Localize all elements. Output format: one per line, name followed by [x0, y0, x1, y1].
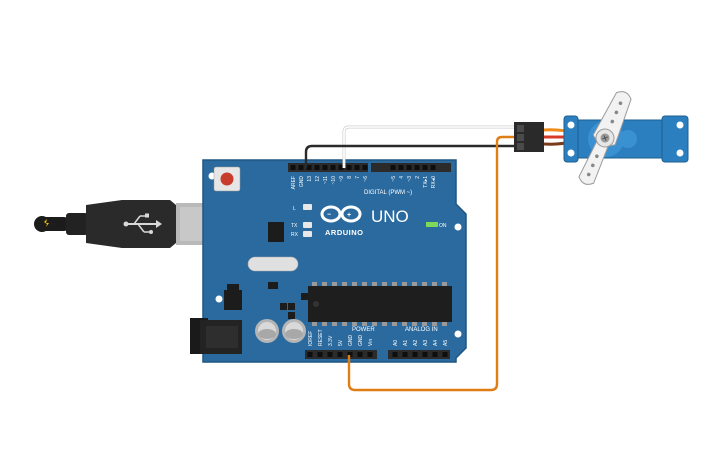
header-pin[interactable] — [362, 165, 368, 170]
pin-label: 8 — [347, 176, 353, 179]
mounting-hole — [454, 223, 462, 231]
led-on: ON — [426, 222, 447, 229]
pin-label: A1 — [403, 340, 409, 346]
reset-button[interactable] — [213, 166, 241, 192]
svg-text:L: L — [293, 206, 296, 212]
capacitor — [282, 319, 306, 343]
header-pin[interactable] — [422, 352, 428, 357]
pin-label: TX▸1 — [423, 176, 429, 188]
usb-lightning-icon — [44, 219, 49, 227]
pin-label: ~6 — [363, 176, 369, 182]
pin-label: GND — [299, 176, 305, 188]
servo-horn-icon[interactable] — [574, 87, 637, 188]
pin-label: A5 — [443, 340, 449, 346]
header-pin[interactable] — [337, 352, 343, 357]
analog-header[interactable]: A0 A1 A2 A3 A4 A5 — [388, 340, 450, 359]
wire-ground[interactable] — [304, 144, 514, 168]
header-pin[interactable] — [390, 165, 396, 170]
pin-label: A2 — [413, 340, 419, 346]
header-pin[interactable] — [346, 165, 352, 170]
mounting-hole — [454, 330, 462, 338]
header-pin[interactable] — [406, 165, 412, 170]
header-pin[interactable] — [402, 352, 408, 357]
pin-label: RX◂0 — [431, 176, 437, 188]
svg-text:RX: RX — [291, 232, 299, 238]
header-pin[interactable] — [432, 352, 438, 357]
header-pin[interactable] — [412, 352, 418, 357]
mounting-hole — [215, 295, 223, 303]
servo-mount-tab — [661, 115, 689, 163]
header-pin[interactable] — [314, 165, 320, 170]
pin-label: ~9 — [339, 176, 345, 182]
logo-minus: − — [327, 212, 331, 219]
header-pin[interactable] — [317, 352, 323, 357]
svg-text:ON: ON — [439, 223, 447, 229]
header-pin[interactable] — [330, 165, 336, 170]
header-pin[interactable] — [357, 352, 363, 357]
header-pin[interactable] — [347, 352, 353, 357]
usb-plug-icon — [123, 213, 162, 234]
header-pin[interactable] — [367, 352, 373, 357]
pin-label: 13 — [307, 176, 313, 182]
pin-label: 3.3V — [328, 335, 334, 346]
pin-label: AREF — [291, 176, 297, 189]
pin-label: IOREF — [308, 331, 314, 346]
servo-motor[interactable] — [514, 87, 689, 188]
header-pin[interactable] — [290, 165, 296, 170]
pin-label: 4 — [399, 176, 405, 179]
crystal-oscillator — [247, 256, 299, 272]
pin-label: A3 — [423, 340, 429, 346]
power-header[interactable]: IOREF RESET 3.3V 5V GND GND Vin — [305, 329, 377, 359]
board-brand: ARDUINO — [325, 228, 364, 237]
capacitor — [255, 319, 279, 343]
pin-label: 5V — [338, 339, 344, 346]
digital-label: DIGITAL (PWM ~) — [364, 190, 412, 196]
led-l: L — [293, 204, 312, 212]
analog-label: ANALOG IN — [405, 327, 438, 333]
pin-label: 7 — [355, 176, 361, 179]
header-pin[interactable] — [307, 352, 313, 357]
pin-label: A4 — [433, 340, 439, 346]
header-pin[interactable] — [442, 352, 448, 357]
voltage-regulator — [224, 290, 242, 310]
pin-label: GND — [348, 335, 354, 347]
header-pin[interactable] — [398, 165, 404, 170]
wires — [304, 125, 514, 392]
header-pin[interactable] — [338, 165, 344, 170]
pin-label: A0 — [393, 340, 399, 346]
power-label: POWER — [352, 327, 375, 333]
logo-plus: + — [347, 212, 351, 219]
header-pin[interactable] — [322, 165, 328, 170]
header-pin[interactable] — [354, 165, 360, 170]
pin-label: 12 — [315, 176, 321, 182]
header-pin[interactable] — [306, 165, 312, 170]
arduino-infinity-logo-icon — [320, 205, 362, 223]
dc-power-jack[interactable] — [190, 318, 242, 354]
pin-label: ~10 — [331, 176, 337, 185]
pin-label: ~3 — [407, 176, 413, 182]
pin-label: ~5 — [391, 176, 397, 182]
pin-label: 2 — [415, 176, 421, 179]
header-pin[interactable] — [414, 165, 420, 170]
header-pin[interactable] — [392, 352, 398, 357]
pin-label: GND — [358, 335, 364, 347]
header-pin[interactable] — [422, 165, 428, 170]
icsp-chip — [268, 222, 284, 242]
header-pin[interactable] — [430, 165, 436, 170]
board-model: UNO — [371, 207, 409, 226]
pin-label: RESET — [318, 329, 324, 346]
pin-label: Vin — [368, 339, 374, 346]
header-pin[interactable] — [327, 352, 333, 357]
led-tx: TX — [291, 222, 312, 229]
wire-power[interactable] — [347, 135, 514, 392]
atmega328-chip — [308, 282, 452, 326]
pin-label: ~11 — [323, 176, 329, 184]
led-rx: RX — [291, 231, 312, 238]
header-pin[interactable] — [298, 165, 304, 170]
svg-text:TX: TX — [291, 223, 298, 229]
